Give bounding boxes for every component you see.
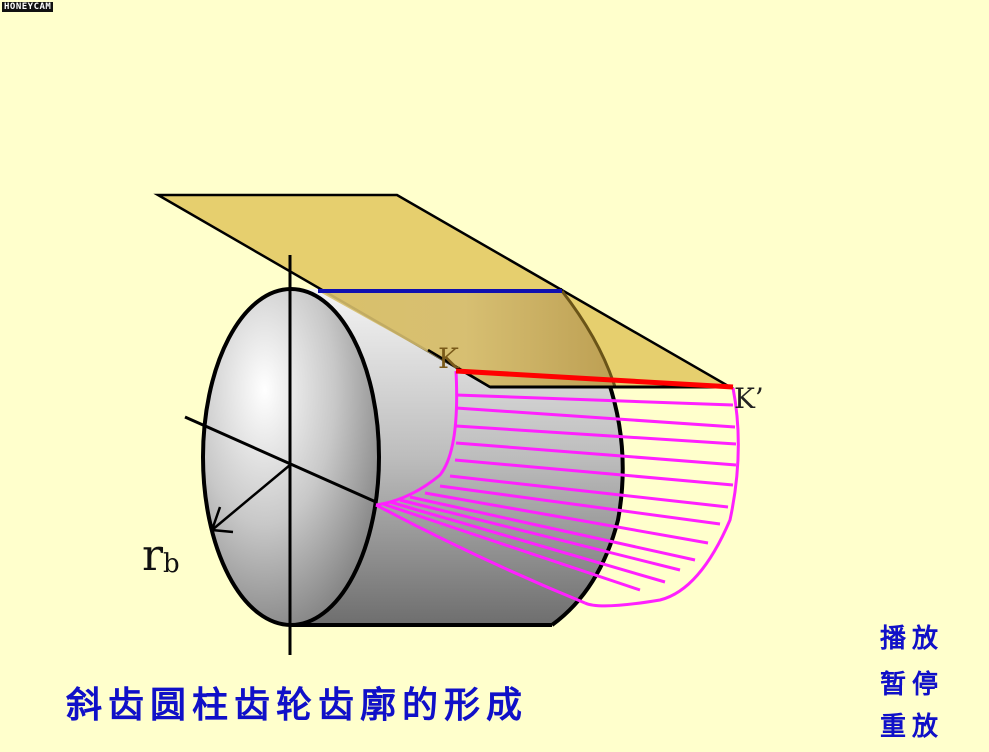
involute-helicoid-surface (375, 370, 740, 608)
point-k-label: K (438, 342, 459, 375)
arrowhead-icon (210, 506, 234, 534)
point-k-prime-label: K’ (734, 382, 764, 415)
replay-button[interactable]: 重放 (880, 712, 945, 742)
radius-arrow (211, 464, 291, 531)
plane-shadow-region (318, 291, 615, 387)
play-button[interactable]: 播放 (880, 624, 945, 654)
pause-button[interactable]: 暂停 (880, 670, 945, 700)
page-title: 斜齿圆柱齿轮齿廓的形成 (66, 684, 529, 726)
diagonal-axis (184, 415, 377, 504)
base-radius-subscript: b (163, 549, 180, 579)
base-radius-symbol: r (142, 530, 164, 581)
watermark: HONEYCAM (2, 2, 54, 12)
base-radius-label: rb (142, 530, 180, 581)
generating-line-kk (455, 368, 734, 390)
